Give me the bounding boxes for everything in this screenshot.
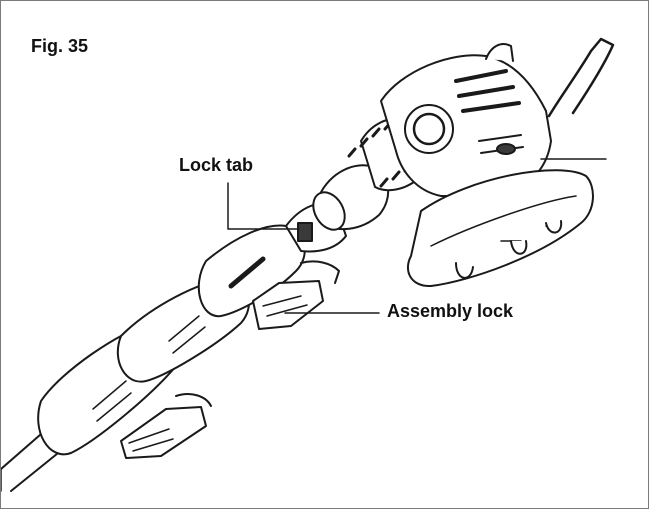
shaft-grips	[37, 224, 306, 456]
assembly-lock-label: Assembly lock	[387, 301, 514, 321]
callout-leaders	[227, 182, 380, 314]
lock-tab-label: Lock tab	[179, 155, 254, 175]
trimmer-guard	[406, 169, 594, 288]
assembly-lock-clamps	[120, 260, 340, 459]
motor-housing	[380, 43, 552, 197]
edge-guide	[540, 37, 615, 160]
figure-label: Fig. 35	[31, 36, 89, 56]
lock-tab-leader	[227, 182, 300, 230]
